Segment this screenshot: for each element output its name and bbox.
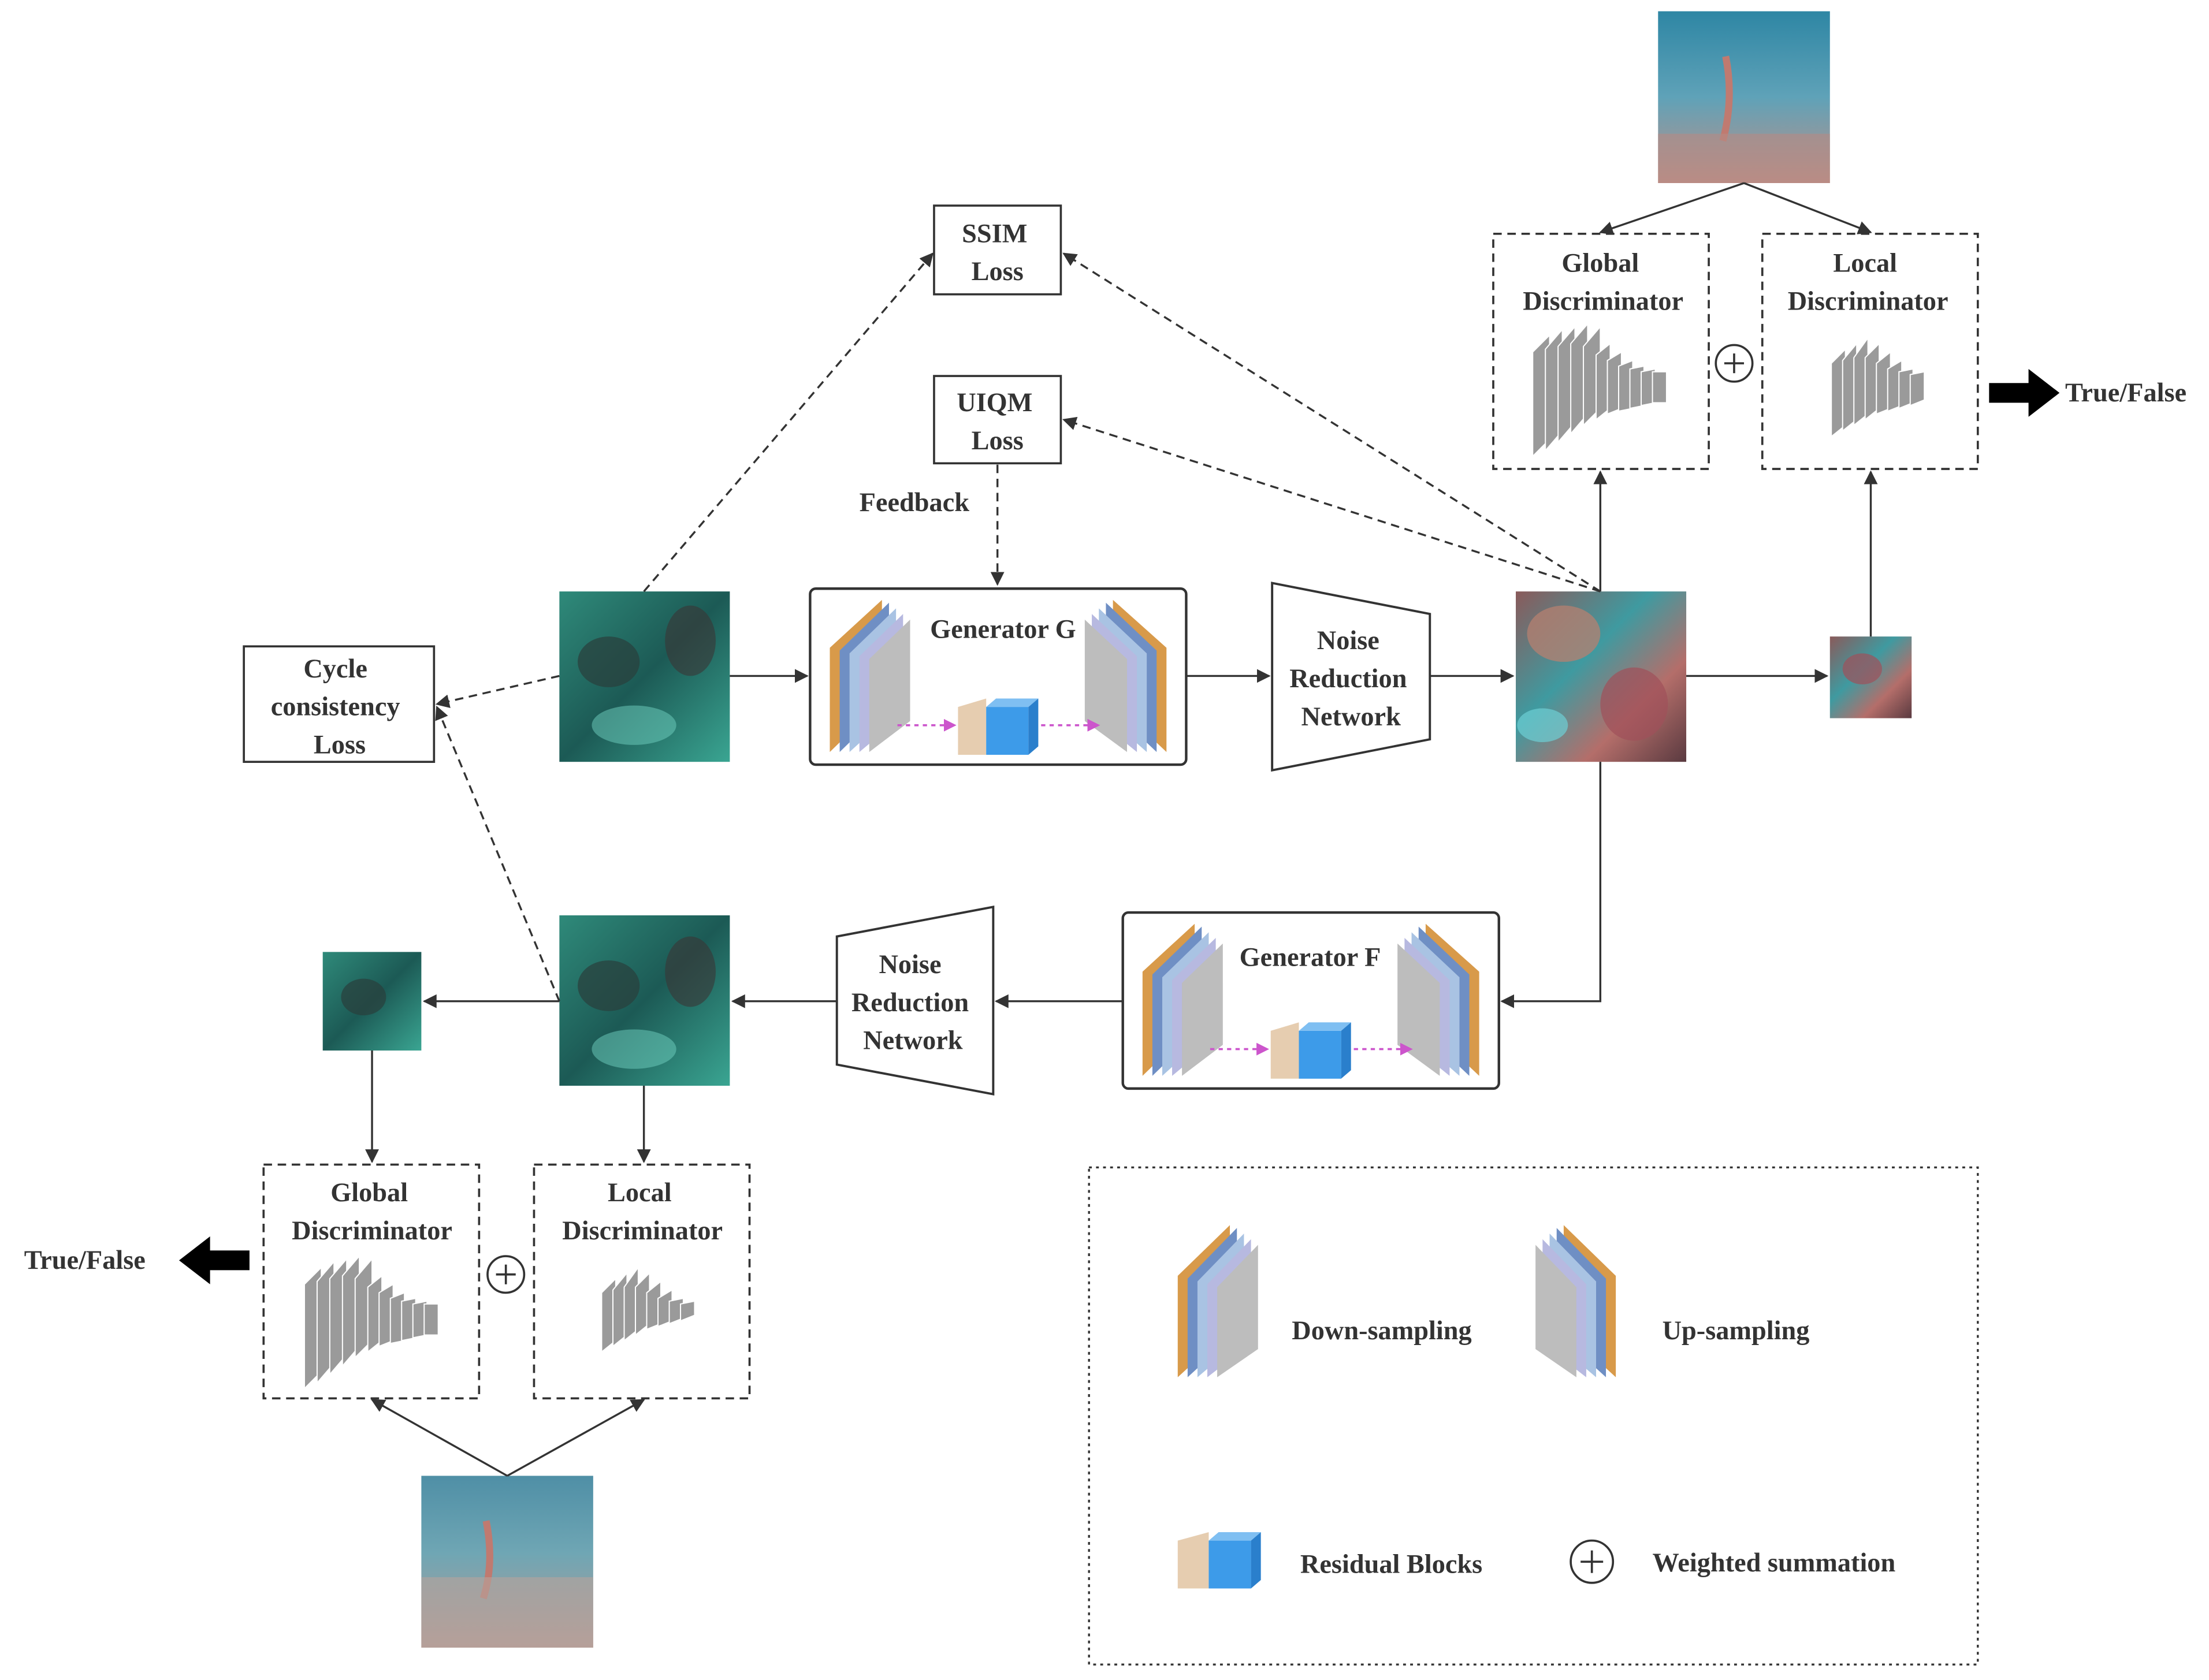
weighted-sum-icon xyxy=(1715,344,1754,383)
generator-g-label: Generator G xyxy=(930,615,1076,645)
generator-f-decoder-layers xyxy=(1397,923,1479,1076)
local-disc-top-label-2: Discriminator xyxy=(1788,286,1948,316)
ssim-loss-label-2: Loss xyxy=(972,257,1024,286)
enhanced-image-top xyxy=(1516,591,1687,762)
global-disc-bottom-layers xyxy=(304,1254,439,1390)
generator-g-residual-blocks xyxy=(958,698,1039,755)
true-false-bottom-label: True/False xyxy=(24,1246,146,1275)
cycle-consistency-loss-box: Cycle consistency Loss xyxy=(243,645,436,763)
legend-down-sampling: Down-sampling xyxy=(1292,1316,1471,1346)
dashed-loss-arrows xyxy=(435,252,1601,1002)
noise-bottom-label-1: Noise xyxy=(879,950,941,979)
generator-g-encoder-layers xyxy=(830,599,910,753)
thick-arrow-icon-bottom xyxy=(178,1236,250,1284)
noise-bottom-label-2: Reduction xyxy=(851,988,969,1018)
noise-reduction-network-bottom: Noise Reduction Network xyxy=(835,905,995,1096)
local-disc-bottom-layers xyxy=(601,1265,696,1353)
local-discriminator-top: Local Discriminator xyxy=(1761,232,1979,470)
generator-f-encoder-layers xyxy=(1142,923,1223,1076)
ssim-loss-label-1: SSIM xyxy=(962,219,1027,248)
global-disc-top-label-1: Global xyxy=(1561,249,1639,278)
generator-g-decoder-layers xyxy=(1084,599,1167,753)
flow-arrows xyxy=(365,182,1878,1477)
up-sampling-icon xyxy=(1535,1225,1616,1377)
global-disc-top-label-2: Discriminator xyxy=(1523,286,1683,316)
global-disc-bottom-label-2: Discriminator xyxy=(292,1216,452,1246)
cycle-loss-label-1: Cycle xyxy=(303,654,367,684)
uiqm-loss-label-2: Loss xyxy=(972,426,1024,456)
generator-f-label: Generator F xyxy=(1240,943,1381,973)
enhanced-patch-image xyxy=(1829,636,1912,718)
global-discriminator-bottom: Global Discriminator xyxy=(262,1163,481,1400)
local-disc-bottom-label-2: Discriminator xyxy=(562,1216,723,1246)
uiqm-loss-label-1: UIQM xyxy=(957,388,1032,418)
weighted-sum-legend-icon xyxy=(1570,1539,1615,1584)
ssim-loss-box: SSIM Loss xyxy=(933,204,1062,296)
generator-f-block: Generator F xyxy=(1121,911,1500,1090)
generator-g-block: Generator G xyxy=(809,587,1188,766)
generator-f-residual-blocks xyxy=(1270,1022,1351,1079)
local-disc-top-label-1: Local xyxy=(1833,249,1897,278)
input-image-top xyxy=(559,591,730,762)
cycle-loss-label-3: Loss xyxy=(314,731,366,760)
uiqm-loss-box: UIQM Loss xyxy=(933,375,1062,465)
legend-box: Down-sampling Up-sampling Residual Block… xyxy=(1088,1166,1979,1666)
residual-block-icon xyxy=(1177,1532,1261,1589)
down-sampling-icon xyxy=(1177,1225,1258,1377)
noise-reduction-network-top: Noise Reduction Network xyxy=(1271,582,1431,772)
thick-arrow-icon-top xyxy=(1989,368,2060,417)
reconstructed-image-bottom xyxy=(559,915,730,1086)
noise-top-label-2: Reduction xyxy=(1289,664,1407,694)
real-clear-image-top xyxy=(1658,11,1830,183)
real-underwater-image-bottom xyxy=(421,1476,593,1648)
legend-up-sampling: Up-sampling xyxy=(1663,1316,1810,1346)
legend-weighted-summation: Weighted summation xyxy=(1653,1548,1896,1578)
true-false-top-label: True/False xyxy=(2065,378,2186,408)
global-disc-top-layers xyxy=(1532,322,1667,458)
global-disc-bottom-label-1: Global xyxy=(330,1178,408,1208)
reconstructed-patch-image xyxy=(322,952,422,1051)
legend-residual-blocks: Residual Blocks xyxy=(1300,1550,1482,1580)
cycle-loss-label-2: consistency xyxy=(271,692,400,722)
noise-top-label-1: Noise xyxy=(1317,626,1379,655)
noise-bottom-label-3: Network xyxy=(863,1026,963,1056)
weighted-sum-icon-bottom xyxy=(486,1255,526,1294)
noise-top-label-3: Network xyxy=(1301,702,1401,732)
local-disc-top-layers xyxy=(1831,336,1925,438)
feedback-label: Feedback xyxy=(860,488,970,517)
global-discriminator-top: Global Discriminator xyxy=(1492,232,1710,470)
local-disc-bottom-label-1: Local xyxy=(608,1178,672,1208)
local-discriminator-bottom: Local Discriminator xyxy=(533,1163,751,1400)
